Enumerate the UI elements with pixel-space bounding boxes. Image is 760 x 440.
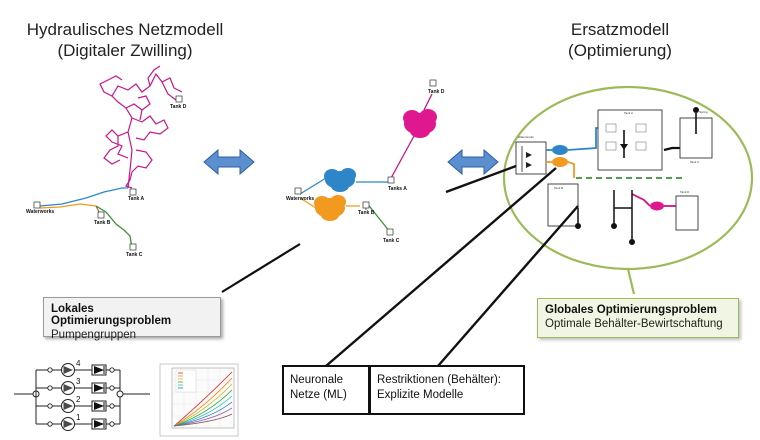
label-tank-c: Tank C <box>126 252 143 258</box>
connector-neural-nets <box>325 167 557 367</box>
node-tank-c <box>129 243 137 251</box>
pump-curve-chart <box>159 363 239 437</box>
schematic-cloud-orange <box>552 157 568 167</box>
local-optimization-sub: Pumpengruppen <box>51 329 137 341</box>
restrictions-line2: Explizite Modelle <box>377 389 464 401</box>
schematic-label-tank-d: Tank D <box>680 190 690 194</box>
label-waterworks: Waterworks <box>26 209 54 215</box>
schematic-tank-a-box <box>597 109 663 171</box>
local-optimization-title: Lokales Optimierungsproblem <box>51 303 172 327</box>
ersatzmodell-schematic: Waterworks Tank A <box>502 85 754 271</box>
pump-row: 3 <box>36 377 120 395</box>
schematic-waterworks-box <box>515 141 547 175</box>
node-tank-b <box>97 211 105 219</box>
mid-node-tank-c <box>386 228 394 236</box>
mid-node-tank-b <box>362 201 370 209</box>
pump-number: 4 <box>76 359 81 368</box>
network-orange-pipe <box>39 203 97 209</box>
node-tank-a <box>129 188 137 196</box>
node-waterworks <box>33 201 41 209</box>
label-tank-d: Tank D <box>170 104 187 110</box>
global-optimization-title: Globales Optimierungsproblem <box>545 304 717 316</box>
local-optimization-box: Lokales Optimierungsproblem Pumpengruppe… <box>43 297 221 341</box>
neural-networks-line2: Netze (ML) <box>290 389 347 401</box>
pump-row: 1 <box>36 413 120 431</box>
double-arrow-right <box>447 148 499 176</box>
title-right: Ersatzmodell (Optimierung) <box>540 19 700 61</box>
mid-node-tank-d <box>429 79 437 87</box>
restrictions-box: Restriktionen (Behälter): Explizite Mode… <box>369 365 525 415</box>
neural-networks-box: Neuronale Netze (ML) <box>282 365 370 415</box>
connector-left-box <box>221 243 301 293</box>
simplified-network: Waterworks Tanks A Tank B Tank C Tank D <box>286 79 445 244</box>
schematic-label-waterworks: Waterworks <box>518 135 534 139</box>
pump-group-schematic <box>14 370 150 424</box>
pump-number: 2 <box>76 395 81 404</box>
title-right-line2: (Optimierung) <box>568 41 672 60</box>
cloud-blue <box>324 168 356 192</box>
label-tank-a: Tank A <box>128 196 145 202</box>
schematic-tank-b-box <box>547 183 579 227</box>
schematic-tank-d-box <box>675 195 699 231</box>
connector-right-box <box>626 268 636 295</box>
schematic-label-tank-b: Tank B <box>554 186 563 190</box>
node-tank-d <box>175 95 183 103</box>
connector-restrictions <box>437 205 579 367</box>
pump-rows: 4 3 2 1 <box>36 359 120 431</box>
mid-node-waterworks <box>294 187 302 195</box>
mid-label-tanks-a: Tanks A <box>388 186 407 192</box>
title-right-line1: Ersatzmodell <box>570 20 670 39</box>
title-left-line2: (Digitaler Zwilling) <box>57 41 193 60</box>
schematic-label-tank-a: Tank A <box>624 111 633 115</box>
connector-upper <box>445 164 517 194</box>
pump-row: 2 <box>36 395 120 413</box>
global-optimization-box: Globales Optimierungsproblem Optimale Be… <box>537 298 739 338</box>
network-green-pipe <box>95 205 133 249</box>
mid-label-waterworks: Waterworks <box>286 196 314 202</box>
restrictions-line1: Restriktionen (Behälter): <box>377 374 501 386</box>
title-left: Hydraulisches Netzmodell (Digitaler Zwil… <box>20 19 230 61</box>
schematic-cloud-blue <box>552 145 568 155</box>
network-blue-pipe <box>39 187 128 207</box>
schematic-label-spring: Spring <box>699 110 708 114</box>
mid-node-tanks-a <box>387 176 395 184</box>
mid-label-tank-d: Tank D <box>428 89 445 95</box>
pump-number: 1 <box>76 413 81 422</box>
label-tank-b: Tank B <box>94 220 111 226</box>
global-optimization-sub: Optimale Behälter-Bewirtschaftung <box>545 318 723 330</box>
cloud-pink <box>403 109 437 138</box>
hydraulic-network: Tank D Tank A Waterworks Tank B Tank C <box>26 65 187 258</box>
title-left-line1: Hydraulisches Netzmodell <box>26 20 224 39</box>
cloud-orange <box>314 195 346 221</box>
mid-label-tank-c: Tank C <box>383 238 400 244</box>
network-pink-pipes <box>99 65 183 189</box>
double-arrow-left <box>203 148 255 176</box>
neural-networks-line1: Neuronale <box>290 374 344 386</box>
pump-row: 4 <box>36 359 120 377</box>
pump-number: 3 <box>76 377 81 386</box>
schematic-cloud-pink <box>650 201 664 211</box>
mid-label-tank-b: Tank B <box>358 210 375 216</box>
schematic-label-tank-c: Tank C <box>690 160 700 164</box>
